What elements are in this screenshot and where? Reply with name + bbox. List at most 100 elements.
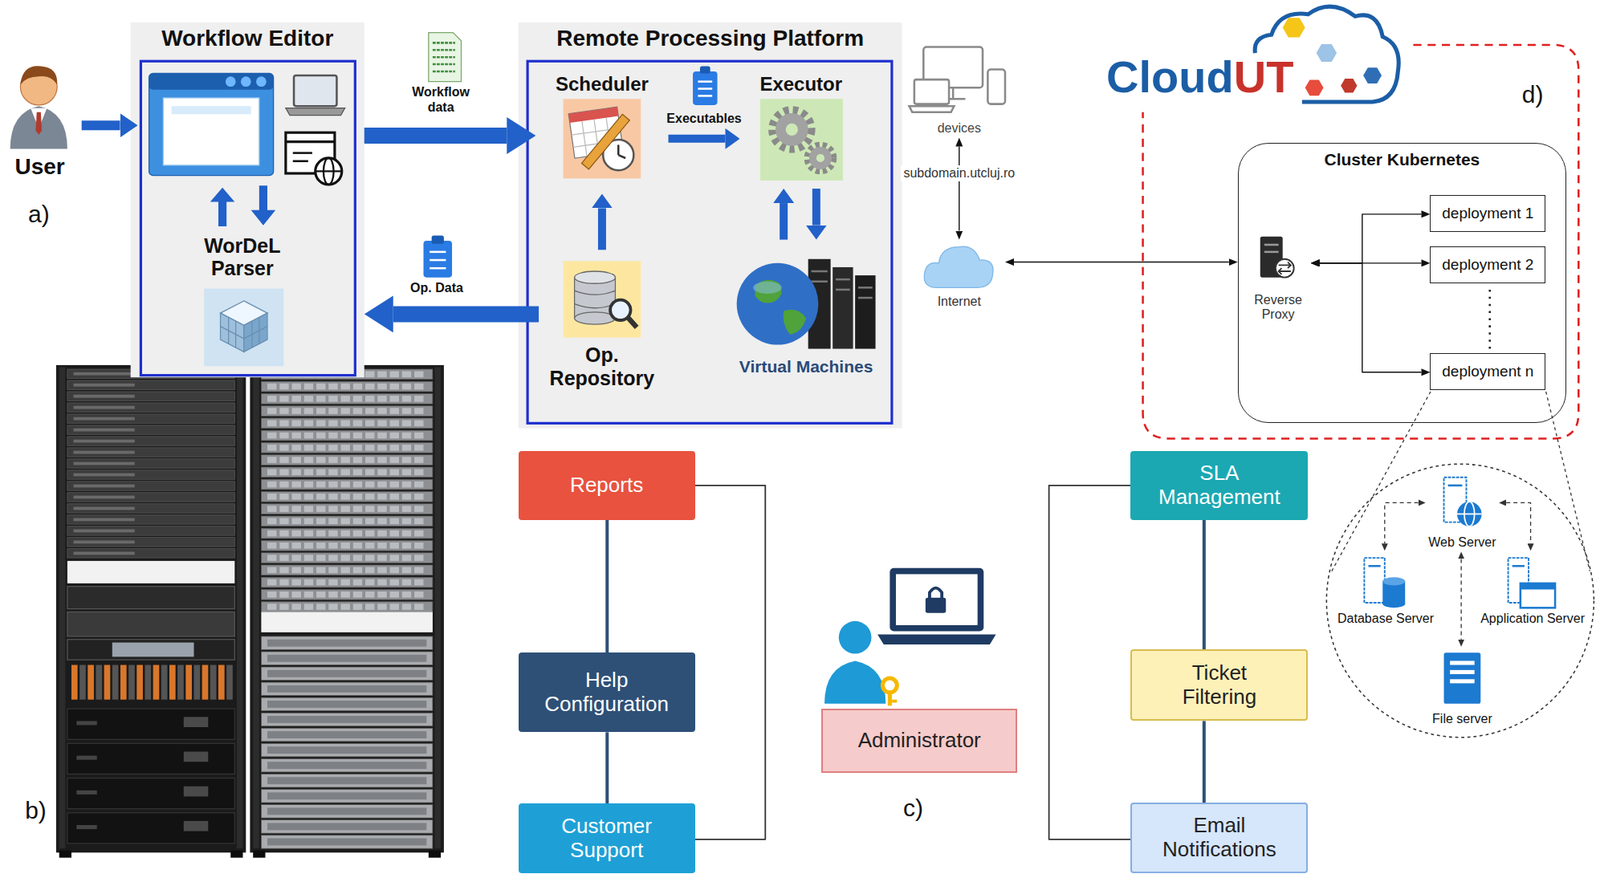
illustration-part	[618, 154, 626, 159]
node-text: Cluster Kubernetes	[1324, 150, 1481, 170]
node-text: Reverse Proxy	[1248, 293, 1309, 323]
illustration-part	[377, 505, 387, 513]
illustration-part	[365, 407, 375, 415]
illustration-part	[377, 481, 387, 489]
illustration-part	[279, 383, 289, 391]
illustration-part	[414, 432, 424, 440]
illustration-part	[292, 420, 302, 428]
node-text: Scheduler	[555, 73, 649, 96]
illustration-part	[67, 504, 235, 513]
illustration-part	[292, 444, 302, 452]
illustration-part	[353, 407, 363, 415]
illustration-part	[267, 716, 427, 724]
file-server-icon	[1444, 652, 1482, 705]
illustration-part	[73, 383, 135, 387]
node-text: Application Server	[1480, 611, 1585, 627]
illustration-part	[285, 140, 335, 143]
illustration-part	[71, 665, 78, 701]
illustration-part	[414, 505, 424, 513]
menu-box: SLA Management	[1130, 451, 1308, 521]
illustration-part	[203, 289, 284, 367]
illustration-part	[414, 554, 424, 562]
illustration-part	[267, 530, 277, 538]
connector	[605, 520, 609, 653]
proxy-node: Reverse Proxy	[1245, 232, 1311, 324]
illustration-part	[390, 407, 399, 415]
illustration-part	[316, 603, 326, 611]
illustration-part	[341, 603, 351, 611]
illustration-part	[563, 98, 642, 179]
devices-node: devices	[907, 42, 1010, 138]
illustration-part	[260, 393, 433, 404]
illustration-part	[835, 278, 851, 281]
illustration-part	[76, 720, 97, 725]
logo-hexagons	[1282, 17, 1382, 96]
illustration-part	[260, 504, 433, 515]
illustration-part	[952, 87, 955, 98]
illustration-part	[149, 73, 274, 176]
illustration-part	[260, 406, 433, 417]
node-text: WorDeL Parser	[191, 234, 293, 281]
node-text: deployment 2	[1441, 256, 1534, 274]
illustration-part	[183, 716, 209, 728]
illustration-part	[1512, 565, 1525, 568]
illustration-part	[434, 366, 441, 849]
illustration-part	[316, 567, 326, 575]
illustration-part	[210, 665, 217, 701]
illustration-part	[402, 518, 412, 526]
illustration-part	[402, 420, 412, 428]
illustration-part	[390, 567, 399, 575]
node-text: Internet	[937, 294, 982, 310]
logo-text: CloudUT	[1106, 51, 1294, 103]
illustration-part	[328, 469, 338, 477]
deployment-box: deployment 2	[1429, 246, 1546, 284]
menu-box: Help Configuration	[518, 652, 696, 733]
virtual-machines-icon	[736, 259, 876, 350]
illustration-part	[574, 312, 616, 325]
illustration-part	[260, 728, 433, 742]
illustration-part	[328, 567, 338, 575]
cluster-box: Cluster KubernetesReverse Proxy deploymen…	[1237, 142, 1567, 424]
illustration-part	[341, 591, 351, 599]
illustration-part	[414, 456, 424, 464]
illustration-part	[341, 579, 351, 587]
illustration-part	[260, 381, 433, 392]
illustration-part	[267, 761, 427, 770]
illustration-part	[260, 565, 433, 576]
illustration-part	[67, 425, 235, 435]
illustration-part	[377, 371, 387, 379]
menu-box: Email Notifications	[1130, 802, 1308, 874]
illustration-part	[316, 505, 326, 513]
illustration-part	[414, 371, 424, 379]
illustration-part	[73, 406, 135, 410]
node-text: Workflow Editor	[161, 25, 334, 52]
illustration-part	[1449, 679, 1475, 684]
illustration-part	[390, 383, 399, 391]
illustration-part	[390, 591, 399, 599]
illustration-part	[316, 407, 326, 415]
illustration-part	[365, 542, 375, 550]
illustration-part	[1457, 513, 1482, 516]
illustration-part	[432, 70, 456, 74]
platform-panel: Remote Processing PlatformSchedulerExecu…	[518, 22, 903, 429]
illustration-part	[377, 383, 387, 391]
illustration-part	[316, 420, 326, 428]
server-node: Web Server	[1425, 474, 1500, 553]
illustration-part	[210, 187, 236, 227]
illustration-part	[877, 634, 996, 645]
illustration-part	[987, 69, 1006, 104]
illustration-part	[1316, 44, 1337, 62]
application-server-icon	[1508, 557, 1556, 608]
illustration-part	[365, 493, 375, 501]
illustration-part	[304, 493, 314, 501]
illustration-part	[1520, 583, 1556, 608]
node-text: Executor	[759, 73, 843, 96]
illustration-part	[220, 326, 245, 339]
illustration-part	[390, 371, 399, 379]
illustration-part	[428, 850, 441, 859]
illustration-part	[279, 518, 289, 526]
illustration-part	[185, 665, 192, 701]
illustration-part	[260, 743, 433, 758]
illustration-part	[202, 665, 209, 701]
illustration-part	[377, 603, 387, 611]
